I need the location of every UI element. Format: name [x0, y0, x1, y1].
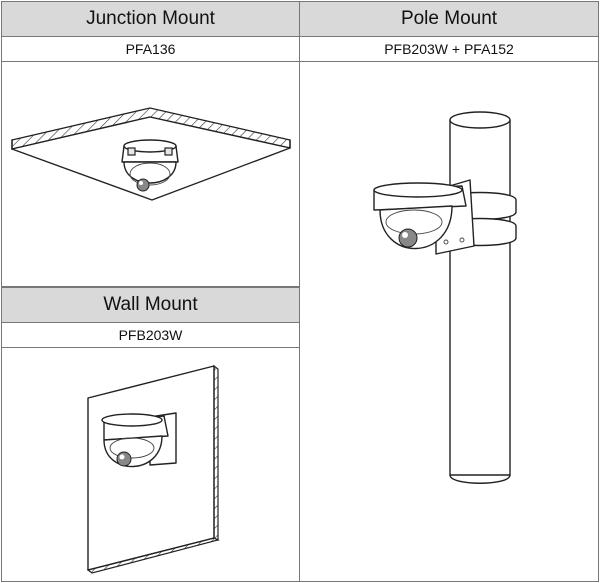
junction-mount-model: PFA136	[1, 36, 300, 62]
wall-panel-drawing	[86, 364, 220, 574]
pole-mount-model: PFB203W + PFA152	[299, 36, 599, 62]
pole-dome-camera	[373, 179, 475, 255]
pole-drawing	[449, 111, 511, 484]
wall-mount-title: Wall Mount	[1, 287, 300, 322]
pole-mount-title: Pole Mount	[299, 1, 599, 36]
pole-mount-illustration	[299, 61, 599, 582]
wall-dome-camera	[101, 412, 177, 468]
junction-dome-camera	[121, 139, 179, 192]
wall-mount-model: PFB203W	[1, 322, 300, 348]
junction-mount-title: Junction Mount	[1, 1, 300, 36]
